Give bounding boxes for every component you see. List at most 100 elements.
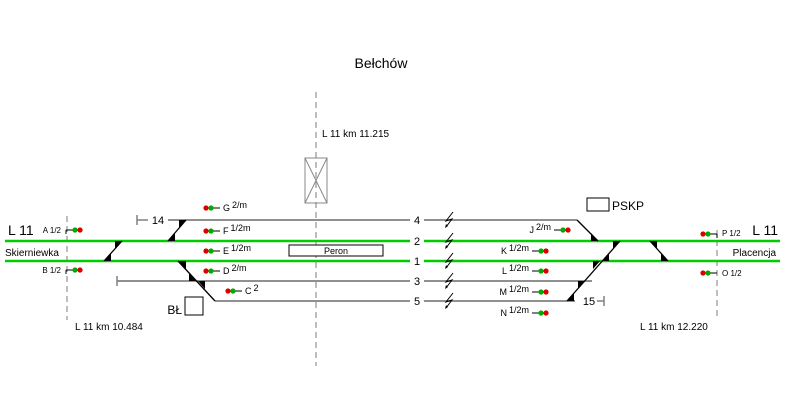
switch-point <box>115 241 122 249</box>
signal-lamp-icon <box>203 205 209 211</box>
signal-label: B 1/2 <box>42 266 61 275</box>
signal-lamp-icon <box>560 227 566 233</box>
switch-point <box>567 293 574 301</box>
switch-point <box>178 261 186 269</box>
signal-e <box>203 248 220 254</box>
switch-point <box>602 253 609 261</box>
signal-p <box>700 231 718 238</box>
signal-lamp-icon <box>705 270 711 276</box>
signal-lamp-icon <box>225 288 231 294</box>
platform-label: Peron <box>324 246 348 256</box>
signal-lamp-icon <box>208 248 214 254</box>
signal-m <box>532 289 549 295</box>
km-label-left: L 11 km 10.484 <box>75 322 143 333</box>
signal-lamp-icon <box>72 267 78 273</box>
switch-point <box>168 233 175 241</box>
km-label-right: L 11 km 12.220 <box>640 322 708 333</box>
level-crossing-icon <box>304 157 328 204</box>
lightning-icon <box>444 232 454 249</box>
switch-point <box>198 281 205 289</box>
signal-lamp-icon <box>538 268 544 274</box>
station-title: Bełchów <box>355 55 409 71</box>
signal-l <box>532 268 549 274</box>
track-number-4: 4 <box>414 215 420 227</box>
signal-k <box>532 248 549 254</box>
switch-point <box>661 253 668 261</box>
lightning-icon <box>444 211 454 228</box>
connection-1-3-5-left <box>177 260 216 302</box>
signal-box-label: BŁ <box>167 303 182 317</box>
switch-points <box>104 220 668 301</box>
crossover-5-3-1-2-right <box>566 240 621 302</box>
track-number-2: 2 <box>414 236 420 248</box>
switch-point <box>104 253 111 261</box>
track-number-5: 5 <box>414 296 420 308</box>
signal-lamp-icon <box>77 267 83 273</box>
signal-lamp-icon <box>203 268 209 274</box>
dead-end-label-14: 14 <box>152 215 164 227</box>
line-label-right: L 11 <box>752 222 778 238</box>
line-label-left: L 11 <box>8 222 34 238</box>
dead-end-label-15: 15 <box>583 296 595 308</box>
signal-lamp-icon <box>700 270 706 276</box>
signal-lamp-icon <box>208 268 214 274</box>
signal-lamp-icon <box>203 248 209 254</box>
signal-lamp-icon <box>538 248 544 254</box>
direction-left: Skierniewka <box>5 248 59 259</box>
track-number-1: 1 <box>414 256 420 268</box>
signal-a <box>65 227 83 234</box>
electrification-symbols <box>444 211 454 309</box>
signal-lamp-icon <box>203 228 209 234</box>
km-label-center: L 11 km 11.215 <box>322 129 390 140</box>
signal-lamp-icon <box>72 227 78 233</box>
crossover-4-2-left <box>167 219 187 242</box>
signal-lamp-icon <box>543 289 549 295</box>
lightning-icon <box>444 292 454 309</box>
platform <box>288 244 384 257</box>
direction-right: Placencja <box>733 248 777 259</box>
signal-c <box>225 288 242 294</box>
signal-lamp-icon <box>543 268 549 274</box>
switch-point <box>593 261 600 269</box>
lightning-icon <box>444 252 454 269</box>
signal-lamp-icon <box>208 228 214 234</box>
signal-lamp-icon <box>700 231 706 237</box>
signal-lamp-icon <box>543 248 549 254</box>
building-pskp <box>586 197 610 212</box>
signal-lamp-icon <box>565 227 571 233</box>
signal-b <box>65 267 83 274</box>
signal-label: A 1/2 <box>43 226 62 235</box>
tracks <box>5 215 780 306</box>
signal-label: P 1/2 <box>722 229 741 238</box>
switch-connections <box>103 219 669 302</box>
track-number-3: 3 <box>414 276 420 288</box>
signal-lamp-icon <box>538 289 544 295</box>
signal-lamp-icon <box>538 310 544 316</box>
signal-label: O 1/2 <box>722 269 742 278</box>
signal-j <box>554 227 571 233</box>
switch-point <box>578 281 585 289</box>
signal-f <box>203 228 220 234</box>
signal-d <box>203 268 220 274</box>
switch-point <box>650 241 657 249</box>
lightning-icon <box>444 272 454 289</box>
signal-lamp-icon <box>77 227 83 233</box>
switch-point <box>189 273 196 281</box>
signal-lamp-icon <box>543 310 549 316</box>
switch-point <box>613 241 620 249</box>
switch-point <box>591 233 598 241</box>
switch-point <box>179 220 186 228</box>
signal-g <box>203 205 220 211</box>
